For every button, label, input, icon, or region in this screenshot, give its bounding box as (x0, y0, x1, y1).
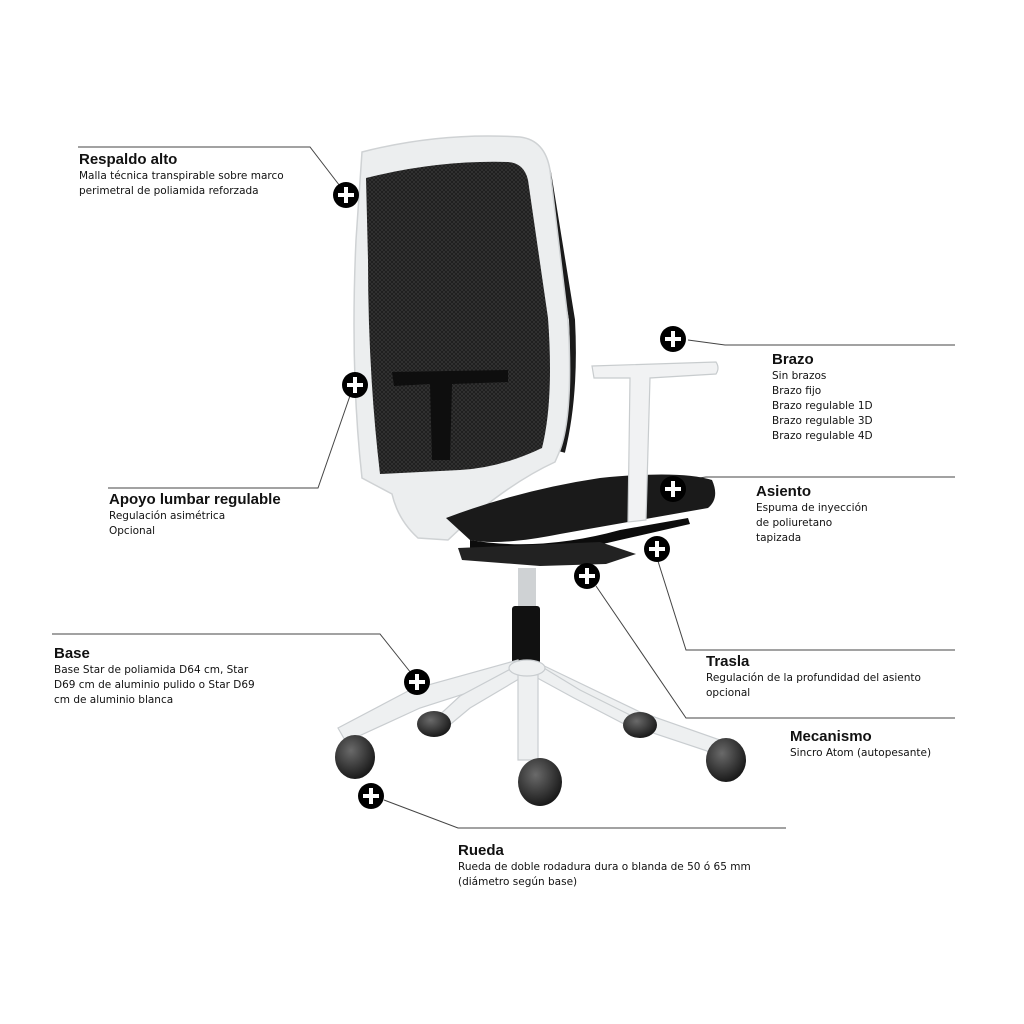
label-trasla-line: opcional (706, 687, 751, 699)
star-base (337, 659, 721, 761)
leader-line-respaldo (78, 146, 344, 191)
mechanism (458, 542, 636, 566)
plus-icon-base[interactable] (404, 669, 430, 695)
label-mecanismo: Mecanismo Sincro Atom (autopesante) (790, 728, 931, 761)
label-respaldo-line: perimetral de poliamida reforzada (79, 185, 259, 197)
label-asiento-line: tapizada (756, 532, 802, 544)
label-mecanismo-line: Sincro Atom (autopesante) (790, 747, 932, 759)
label-rueda-line: (diámetro según base) (458, 876, 578, 888)
label-base-line: D69 cm de aluminio pulido o Star D69 (54, 679, 255, 691)
label-trasla-line: Regulación de la profundidad del asiento (706, 672, 921, 684)
label-brazo-line: Sin brazos (772, 370, 827, 382)
label-apoyo-title: Apoyo lumbar regulable (109, 491, 281, 508)
label-asiento-title: Asiento (756, 483, 812, 500)
leader-line-brazo (687, 339, 955, 346)
label-respaldo: Respaldo alto Malla técnica transpirable… (79, 151, 284, 199)
label-asiento-line: de poliuretano (756, 517, 833, 529)
leader-line-base (52, 633, 416, 679)
label-brazo-line: Brazo fijo (772, 385, 822, 397)
label-base-line: cm de aluminio blanca (54, 694, 174, 706)
plus-icon-trasla[interactable] (644, 536, 670, 562)
gas-column (512, 606, 540, 664)
plus-icon-brazo[interactable] (660, 326, 686, 352)
leader-lines (52, 146, 955, 829)
seat (446, 474, 716, 542)
label-respaldo-line: Malla técnica transpirable sobre marco (79, 170, 284, 182)
label-trasla-title: Trasla (706, 653, 750, 670)
leader-line-mecanismo (595, 585, 955, 719)
backrest-mesh (366, 161, 550, 475)
label-asiento: Asiento Espuma de inyección de poliureta… (756, 483, 868, 546)
label-apoyo-line: Regulación asimétrica (109, 510, 226, 522)
label-apoyo-line: Opcional (109, 525, 156, 537)
label-brazo-line: Brazo regulable 3D (772, 415, 873, 427)
label-brazo-title: Brazo (772, 351, 814, 368)
label-base-line: Base Star de poliamida D64 cm, Star (54, 664, 249, 676)
leader-line-apoyo (108, 389, 353, 489)
leader-line-rueda (383, 799, 786, 829)
label-brazo-line: Brazo regulable 1D (772, 400, 873, 412)
label-trasla: Trasla Regulación de la profundidad del … (706, 653, 921, 701)
plus-icon-asiento[interactable] (660, 476, 686, 502)
leader-line-trasla (656, 557, 955, 651)
label-brazo-line: Brazo regulable 4D (772, 430, 873, 442)
label-rueda: Rueda Rueda de doble rodadura dura o bla… (458, 842, 751, 890)
label-rueda-title: Rueda (458, 842, 504, 859)
armrest (591, 361, 719, 523)
label-mecanismo-title: Mecanismo (790, 728, 872, 745)
plus-icon-mecanismo[interactable] (574, 563, 600, 589)
label-brazo: Brazo Sin brazos Brazo fijo Brazo regula… (772, 351, 873, 444)
label-asiento-line: Espuma de inyección (756, 502, 868, 514)
plus-icon-apoyo[interactable] (342, 372, 368, 398)
label-rueda-line: Rueda de doble rodadura dura o blanda de… (458, 861, 751, 873)
plus-icon-rueda[interactable] (358, 783, 384, 809)
lumbar-support (392, 370, 508, 460)
label-respaldo-title: Respaldo alto (79, 151, 178, 168)
wheels (335, 711, 746, 806)
plus-icon-respaldo[interactable] (333, 182, 359, 208)
label-apoyo: Apoyo lumbar regulable Regulación asimét… (109, 491, 281, 539)
label-base-title: Base (54, 645, 90, 662)
label-base: Base Base Star de poliamida D64 cm, Star… (54, 645, 255, 708)
leader-line-asiento (684, 476, 955, 481)
